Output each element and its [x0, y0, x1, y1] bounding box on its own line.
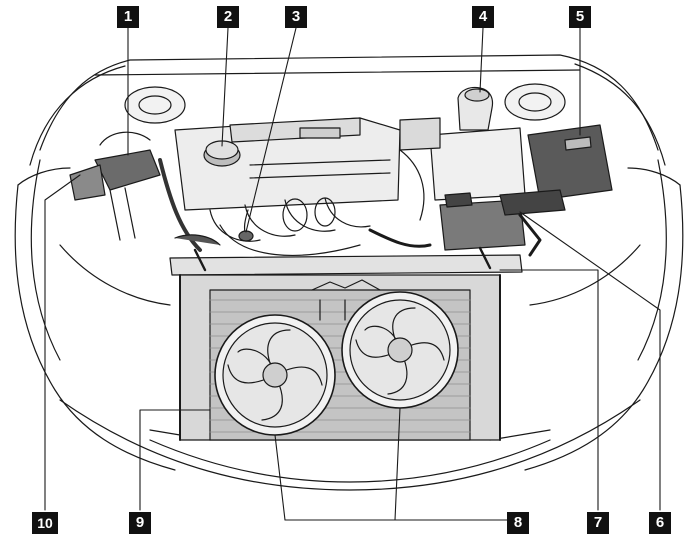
callout-3: 3 — [285, 6, 307, 28]
radiator-support — [169, 246, 523, 276]
washer-fluid-tank — [457, 86, 494, 131]
right-cooling-fan — [341, 291, 459, 409]
callout-leader-lines — [44, 27, 661, 521]
callout-2: 2 — [217, 6, 239, 28]
oil-filler-cap — [203, 140, 241, 167]
right-fender — [524, 159, 684, 471]
fuse-box — [527, 124, 613, 201]
callout-7: 7 — [587, 512, 609, 534]
callout-10: 10 — [32, 512, 58, 534]
strut-towers — [124, 83, 566, 124]
engine-hoses — [158, 149, 432, 252]
left-fender — [14, 159, 176, 471]
callout-6: 6 — [649, 512, 671, 534]
air-cleaner-box — [399, 117, 526, 201]
callout-1: 1 — [117, 6, 139, 28]
callout-9: 9 — [129, 512, 151, 534]
battery — [439, 189, 566, 257]
brake-fluid-reservoir — [69, 131, 161, 241]
engine-oil-dipstick — [238, 209, 254, 242]
hood-opening-outline — [29, 54, 666, 166]
engine-cover — [174, 117, 401, 211]
callout-4: 4 — [472, 6, 494, 28]
callout-5: 5 — [569, 6, 591, 28]
callout-8: 8 — [507, 512, 529, 534]
left-cooling-fan — [214, 314, 336, 436]
